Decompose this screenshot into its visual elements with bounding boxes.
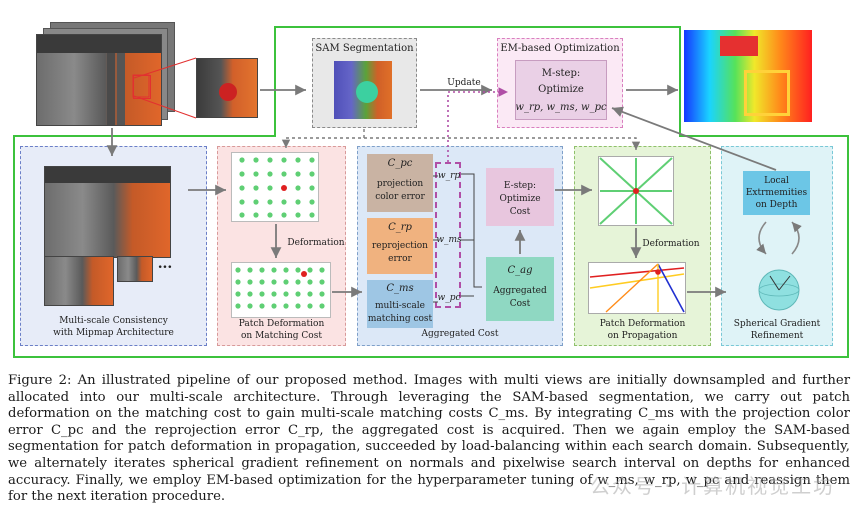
weight-pc: w_pc — [437, 293, 461, 303]
prop-label-2: on Propagation — [607, 331, 678, 341]
multiscale-label-2: with Mipmap Architecture — [53, 328, 174, 338]
cpc-line2: color error — [375, 192, 425, 202]
local-line2: Extrmemities — [745, 188, 808, 198]
estep-line3: Cost — [509, 207, 531, 217]
cms-box — [367, 280, 433, 328]
crp-symbol: C_rp — [388, 222, 412, 233]
patch-grid-top — [231, 152, 319, 222]
crp-box — [367, 218, 433, 274]
mstep-box — [515, 60, 607, 120]
patch-def-label-2: on Matching Cost — [241, 331, 322, 341]
mipmap-ellipsis: ... — [157, 256, 173, 272]
cms-symbol: C_ms — [386, 283, 414, 294]
mipmap-level-0 — [44, 166, 171, 258]
patch-def-label-1: Patch Deformation — [238, 319, 325, 329]
estep-line2: Optimize — [499, 194, 541, 204]
local-line3: on Depth — [755, 200, 798, 210]
crp-line1: reprojection — [372, 241, 428, 251]
cag-box — [486, 257, 554, 321]
depth-map-image — [684, 30, 812, 122]
watermark: 公众号 · 计算机视觉工坊 — [590, 474, 836, 498]
sam-title: SAM Segmentation — [315, 43, 414, 54]
weights-column — [435, 162, 461, 308]
mipmap-level-2 — [117, 256, 153, 282]
input-image-front — [36, 34, 162, 126]
em-title: EM-based Optimization — [500, 43, 620, 54]
cms-line1: multi-scale — [375, 301, 425, 311]
cag-symbol: C_ag — [507, 265, 533, 276]
cag-line1: Aggregated — [493, 286, 547, 296]
weight-ms: w_ms — [436, 235, 462, 245]
propagation-line-figure — [588, 262, 686, 314]
weight-rp: w_rp — [437, 171, 461, 181]
figure-caption: Figure 2: An illustrated pipeline of our… — [8, 373, 850, 505]
update-label: Update — [447, 78, 481, 88]
aggregated-label: Aggregated Cost — [421, 329, 499, 339]
spherical-label-1: Spherical Gradient — [733, 319, 821, 329]
sam-image — [334, 61, 392, 119]
prop-label-1: Patch Deformation — [599, 319, 686, 329]
prop-deformation-label: Deformation — [642, 239, 700, 249]
mstep-line2: Optimize — [538, 84, 584, 95]
local-line1: Local — [764, 176, 789, 186]
cpc-line1: projection — [376, 179, 424, 189]
mstep-line3: w_rp, w_ms, w_pc — [515, 102, 607, 113]
spherical-label-2: Refinement — [750, 331, 804, 341]
local-extremities-box — [743, 171, 810, 215]
cms-line2: matching cost — [367, 314, 433, 324]
estep-box — [486, 168, 554, 226]
crp-line2: error — [388, 254, 412, 264]
mstep-line1: M-step: — [541, 68, 581, 79]
patch-grid-bottom — [231, 262, 331, 318]
deformation-label: Deformation — [287, 238, 345, 248]
mipmap-level-1 — [44, 256, 114, 306]
zoom-image — [196, 58, 258, 118]
cpc-box — [367, 154, 433, 212]
cpc-symbol: C_pc — [387, 158, 413, 169]
cag-line2: Cost — [509, 299, 531, 309]
estep-line1: E-step: — [503, 181, 537, 191]
multiscale-label-1: Multi-scale Consistency — [59, 316, 168, 326]
